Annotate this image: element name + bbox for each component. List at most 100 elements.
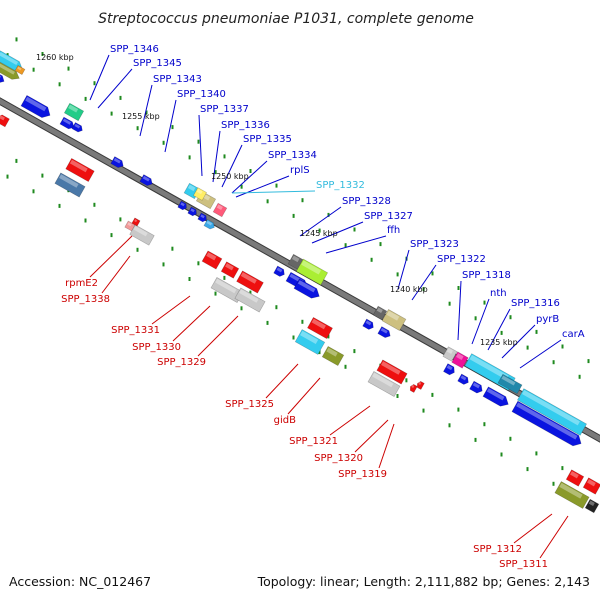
label-leader (311, 221, 364, 244)
gene-label-bottom: SPP_1319 (338, 469, 387, 480)
gene-feature (469, 380, 483, 394)
gene-label-bottom: SPP_1331 (111, 325, 160, 336)
gene-feature (451, 351, 469, 369)
gene-feature (193, 187, 207, 201)
tick-mark (162, 140, 165, 145)
tick-mark (110, 111, 113, 116)
gene-label-top: SPP_1328 (342, 196, 391, 207)
gene-feature (321, 345, 345, 367)
gene-feature (554, 481, 590, 509)
label-leader (519, 339, 562, 369)
gene-label-top: SPP_1346 (110, 44, 159, 55)
gene-features (0, 50, 600, 514)
gene-label-top: rplS (290, 165, 310, 176)
tick-mark (93, 202, 96, 207)
tick-mark (500, 452, 503, 457)
gene-label-top: SPP_1327 (364, 211, 413, 222)
gene-feature (416, 381, 425, 390)
gene-feature (511, 400, 582, 447)
label-leader (235, 175, 290, 198)
gene-label-top: nth (490, 288, 507, 299)
tick-mark (301, 319, 304, 324)
tick-mark (474, 437, 477, 442)
gene-feature (482, 386, 509, 407)
tick-mark (84, 218, 87, 223)
tick-mark (275, 305, 278, 310)
label-leader (212, 130, 221, 183)
label-leader (198, 114, 203, 177)
gene-label-top: SPP_1336 (221, 120, 270, 131)
gene-feature (54, 172, 86, 198)
gene-feature (197, 212, 207, 223)
gene-feature (212, 202, 228, 218)
tick-mark (119, 95, 122, 100)
tick-mark (483, 422, 486, 427)
tick-mark (171, 246, 174, 251)
tick-mark (292, 335, 295, 340)
gene-label-bottom: SPP_1312 (473, 544, 522, 555)
map-title: Streptococcus pneumoniae P1031, complete… (98, 11, 474, 27)
tick-mark (578, 374, 581, 379)
gene-feature (443, 363, 455, 376)
tick-mark (240, 306, 243, 311)
tick-mark (318, 350, 321, 355)
label-leader (89, 54, 110, 101)
tick-mark (197, 139, 200, 144)
label-leader (299, 206, 342, 237)
tick-mark (119, 217, 122, 222)
tick-mark (535, 451, 538, 456)
gene-feature (372, 305, 388, 321)
tick-mark (292, 213, 295, 218)
tick-mark (587, 359, 590, 364)
tick-mark (266, 199, 269, 204)
tick-mark (396, 394, 399, 398)
gene-feature (376, 359, 408, 385)
tick-mark (526, 345, 529, 350)
gene-label-top: ffh (387, 225, 400, 236)
tick-mark (214, 291, 217, 296)
gene-label-top: carA (562, 329, 585, 340)
label-leader (139, 84, 153, 137)
gene-label-bottom: SPP_1329 (157, 357, 206, 368)
tick-mark (327, 334, 330, 339)
gene-feature (0, 61, 20, 80)
tick-mark (431, 392, 434, 397)
tick-mark (275, 183, 278, 188)
gene-feature (584, 498, 600, 514)
gene-label-bottom: SPP_1320 (314, 453, 363, 464)
gene-feature (293, 278, 320, 299)
kbp-marker: 1240 kbp (390, 285, 428, 294)
tick-mark (457, 286, 460, 290)
tick-mark (223, 154, 226, 159)
gene-feature (177, 200, 187, 211)
gene-label-top: SPP_1345 (133, 58, 182, 69)
tick-mark (370, 257, 373, 262)
tick-mark (171, 125, 174, 130)
tick-mark (448, 301, 451, 306)
tick-mark (552, 360, 555, 365)
gene-feature (203, 219, 215, 230)
tick-mark (223, 275, 226, 280)
tick-mark (41, 52, 44, 56)
tick-mark (379, 242, 382, 247)
gene-feature (409, 384, 418, 393)
gene-feature (295, 258, 329, 286)
gene-feature (187, 206, 197, 217)
gene-label-top: SPP_1334 (268, 150, 317, 161)
tick-mark (301, 198, 304, 203)
gene-label-top: SPP_1316 (511, 298, 560, 309)
gene-feature (307, 316, 333, 340)
label-leader-lines (89, 54, 569, 559)
tick-mark (15, 158, 18, 163)
gene-label-top: SPP_1322 (437, 254, 486, 265)
label-leader (354, 419, 389, 453)
tick-mark (214, 170, 217, 175)
gene-feature (210, 277, 244, 303)
tick-mark (58, 82, 61, 87)
tick-mark (561, 466, 564, 471)
gene-feature (220, 261, 240, 279)
gene-label-top: SPP_1318 (462, 270, 511, 281)
label-leader (397, 249, 410, 290)
